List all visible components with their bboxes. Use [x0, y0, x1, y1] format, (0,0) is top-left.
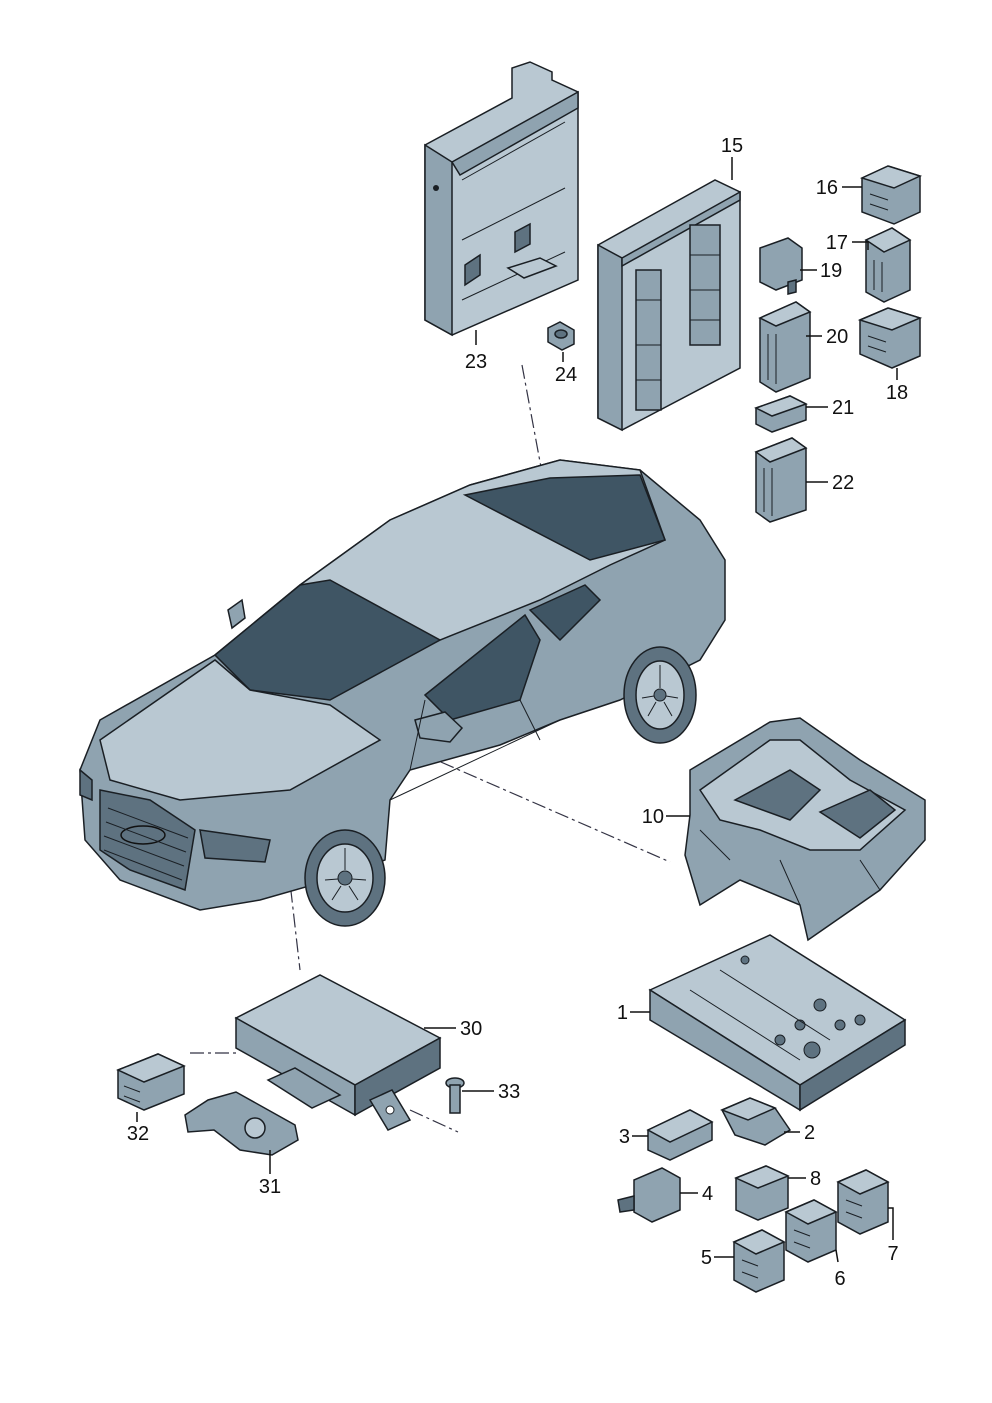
- callout-5: 5: [701, 1247, 712, 1269]
- callout-8: 8: [810, 1168, 821, 1190]
- callout-1: 1: [617, 1002, 628, 1024]
- callout-19: 19: [820, 260, 842, 282]
- callout-2: 2: [804, 1122, 815, 1144]
- callout-30: 30: [460, 1018, 482, 1040]
- part-7-relay[interactable]: [836, 1169, 890, 1235]
- part-21-connector[interactable]: [754, 395, 808, 433]
- callout-23: 23: [465, 351, 487, 373]
- callout-16: 16: [816, 177, 838, 199]
- callout-21: 21: [832, 397, 854, 419]
- part-8-relay[interactable]: [734, 1165, 790, 1221]
- callout-7: 7: [887, 1243, 898, 1265]
- callout-18: 18: [886, 382, 908, 404]
- part-17-connector[interactable]: [864, 227, 912, 303]
- part-1-fuse-box[interactable]: [648, 934, 907, 1112]
- part-20-connector[interactable]: [758, 301, 812, 393]
- part-22-connector[interactable]: [754, 437, 808, 523]
- part-30-control-module[interactable]: [234, 974, 442, 1131]
- part-23-bracket[interactable]: [424, 61, 579, 337]
- car-illustration: [79, 459, 726, 927]
- leader-lines: [136, 157, 898, 1263]
- callout-20: 20: [826, 326, 848, 348]
- callout-31: 31: [259, 1176, 281, 1198]
- callout-10: 10: [642, 806, 664, 828]
- part-5-relay[interactable]: [732, 1229, 786, 1293]
- callout-22: 22: [832, 472, 854, 494]
- callout-17: 17: [826, 232, 848, 254]
- part-3-holder[interactable]: [646, 1109, 714, 1161]
- callout-24: 24: [555, 364, 577, 386]
- part-18-connector[interactable]: [857, 307, 923, 369]
- part-31-holder[interactable]: [184, 1091, 299, 1156]
- part-15-control-unit[interactable]: [597, 179, 741, 432]
- callout-4: 4: [702, 1183, 713, 1205]
- callout-33: 33: [498, 1081, 520, 1103]
- part-16-connector[interactable]: [859, 165, 923, 225]
- callout-15: 15: [721, 135, 743, 157]
- part-10-carrier[interactable]: [684, 717, 926, 942]
- part-32-connector[interactable]: [116, 1053, 186, 1111]
- part-24-nut[interactable]: [547, 321, 575, 351]
- part-19-sensor[interactable]: [759, 237, 803, 295]
- part-33-bolt[interactable]: [445, 1077, 465, 1114]
- callout-labels: 15 16 17 18 19 20 21 22 23 24 10 1 2 3 4…: [127, 135, 908, 1290]
- part-4-connector[interactable]: [617, 1167, 681, 1223]
- callout-3: 3: [619, 1126, 630, 1148]
- part-6-relay[interactable]: [784, 1199, 838, 1263]
- callout-6: 6: [834, 1268, 845, 1290]
- callout-32: 32: [127, 1123, 149, 1145]
- part-2-holder[interactable]: [720, 1097, 792, 1146]
